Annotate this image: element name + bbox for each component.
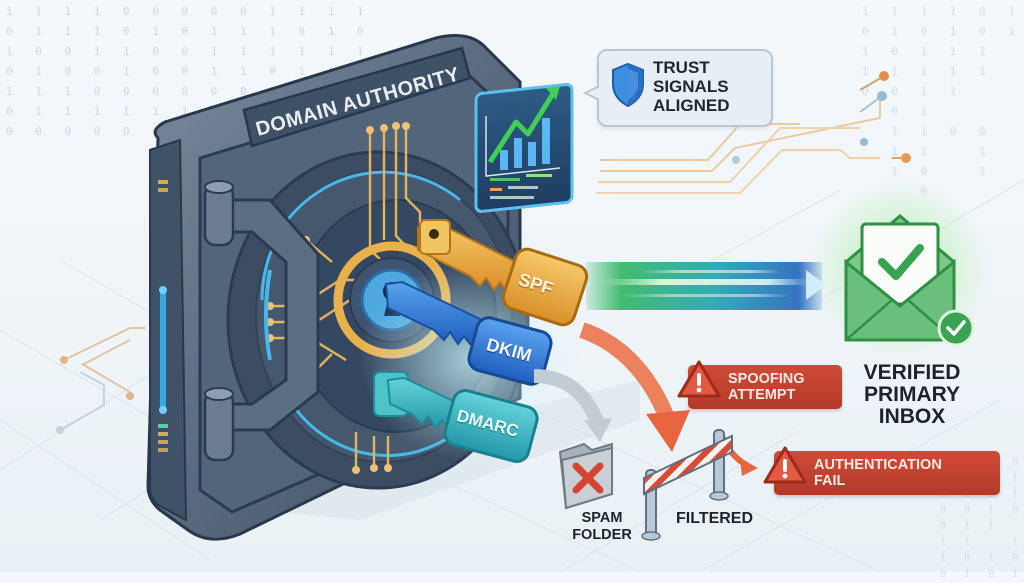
auth-fail-line-1: Authentication xyxy=(814,457,942,473)
filtered-label: Filtered xyxy=(676,510,754,527)
inbox-line-1: Verified xyxy=(863,361,961,384)
binary-background-right: 1 1 1 1 0 1 0 1 1 1 1 0 0 1 0 1 0 1 0 1 … xyxy=(862,5,1023,198)
key-spf xyxy=(417,219,589,327)
circuit-traces-background xyxy=(56,71,911,434)
spam-folder-label: Spam Folder xyxy=(566,510,638,544)
inbox-envelope-icon xyxy=(810,180,990,360)
verified-beam xyxy=(586,262,826,310)
spoof-arrow xyxy=(579,322,676,424)
trust-line-2: Signals xyxy=(653,77,729,96)
warning-triangle-icon xyxy=(763,446,807,484)
spoofing-line-1: Spoofing xyxy=(728,371,805,387)
spam-line-1: Spam xyxy=(581,510,623,526)
trust-line-3: Aligned xyxy=(653,96,730,115)
verified-inbox-label: Verified Primary Inbox xyxy=(848,362,976,428)
spam-line-2: Folder xyxy=(572,527,632,543)
inbox-line-2: Primary xyxy=(863,383,961,406)
spoofing-attempt-badge: Spoofing Attempt xyxy=(677,360,842,409)
auth-fail-line-2: Fail xyxy=(814,473,846,489)
inbox-line-3: Inbox xyxy=(878,405,946,428)
key-dmarc xyxy=(373,371,539,463)
barrier-icon xyxy=(641,429,733,541)
trust-chart-panel xyxy=(474,82,574,213)
authentication-fail-badge: Authentication Fail xyxy=(763,446,1000,495)
trust-line-1: Trust xyxy=(653,58,710,77)
spoofing-line-2: Attempt xyxy=(728,387,796,403)
shield-icon xyxy=(612,62,644,108)
key-dkim xyxy=(384,280,553,386)
spam-folder-icon xyxy=(558,442,613,510)
trust-signals-callout: Trust Signals Aligned xyxy=(583,49,773,127)
spam-arrow xyxy=(533,369,605,427)
warning-triangle-icon xyxy=(677,360,721,398)
